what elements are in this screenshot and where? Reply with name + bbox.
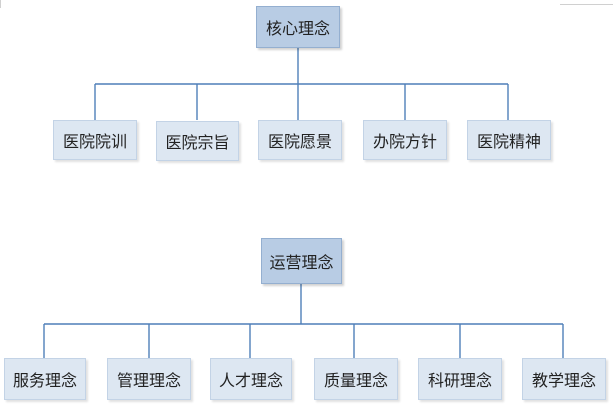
root-node-core-concept: 核心理念 — [256, 6, 340, 48]
child-node-2-3: 人才理念 — [210, 358, 292, 400]
child-node-2-4: 质量理念 — [314, 358, 398, 400]
child-node-1-4: 办院方针 — [363, 120, 447, 160]
child-node-2-5: 科研理念 — [418, 358, 502, 400]
child-node-1-3: 医院愿景 — [258, 120, 342, 160]
root-node-operation-concept: 运营理念 — [261, 238, 342, 284]
child-node-2-6: 教学理念 — [522, 358, 606, 400]
child-node-1-5: 医院精神 — [467, 120, 551, 160]
child-node-2-1: 服务理念 — [4, 358, 86, 400]
child-node-2-2: 管理理念 — [107, 358, 191, 400]
frame-line-right — [560, 4, 613, 5]
frame-line-left — [0, 0, 1, 8]
child-node-1-1: 医院院训 — [53, 120, 137, 160]
child-node-1-2: 医院宗旨 — [156, 121, 239, 161]
